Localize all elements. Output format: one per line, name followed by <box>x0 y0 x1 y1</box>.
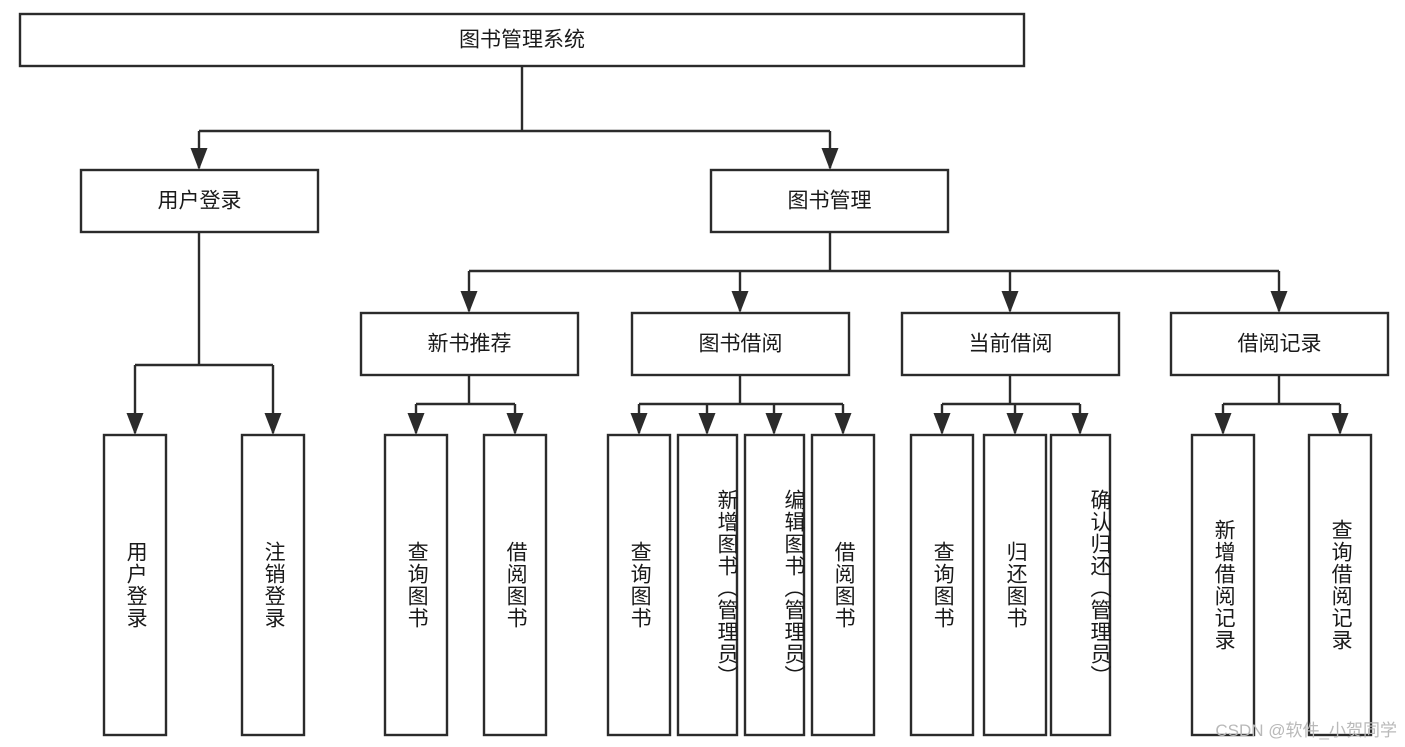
node-level2-1-rect[interactable] <box>709 168 950 234</box>
node-leaf-7[interactable] <box>810 433 876 737</box>
node-leaf-5-rect[interactable] <box>676 433 739 737</box>
node-leaf-4-rect[interactable] <box>606 433 672 737</box>
connector-borrow-to-leaves-arrow-2 <box>765 413 783 435</box>
node-leaf-0[interactable] <box>102 433 168 737</box>
node-level3-2[interactable]: 当前借阅 <box>900 311 1121 377</box>
node-level2-0[interactable]: 用户登录 <box>79 168 320 234</box>
node-leaf-12[interactable] <box>1307 433 1373 737</box>
connector-borrow-to-leaves-arrow-0 <box>630 413 648 435</box>
node-root-system-rect[interactable] <box>18 12 1026 68</box>
node-level2-0-label: 用户登录 <box>158 190 242 213</box>
node-level2-1[interactable]: 图书管理 <box>709 168 950 234</box>
connector-root-to-level2-arrow-1 <box>821 148 839 170</box>
connector-current-to-leaves-arrow-0 <box>933 413 951 435</box>
connector-borrow-to-leaves-arrow-3 <box>834 413 852 435</box>
node-level3-1-rect[interactable] <box>630 311 851 377</box>
connector-bookmgmt-to-level3-arrow-1 <box>731 291 749 313</box>
node-root-system-label: 图书管理系统 <box>459 29 585 52</box>
node-level3-3[interactable]: 借阅记录 <box>1169 311 1390 377</box>
connector-login-to-leaves-arrow-1 <box>264 413 282 435</box>
node-level3-0[interactable]: 新书推荐 <box>359 311 580 377</box>
node-level2-0-rect[interactable] <box>79 168 320 234</box>
node-leaf-11[interactable] <box>1190 433 1256 737</box>
connector-bookmgmt-to-level3-arrow-2 <box>1001 291 1019 313</box>
connector-root-to-level2-arrow-0 <box>190 148 208 170</box>
node-leaf-1-rect[interactable] <box>240 433 306 737</box>
node-leaf-10-rect[interactable] <box>1049 433 1112 737</box>
node-leaf-10[interactable] <box>1049 433 1112 737</box>
node-leaf-9-rect[interactable] <box>982 433 1048 737</box>
connector-current-to-leaves-arrow-1 <box>1006 413 1024 435</box>
connector-record-to-leaves-arrow-1 <box>1331 413 1349 435</box>
connector-bookmgmt-to-level3-arrow-0 <box>460 291 478 313</box>
connector-bookmgmt-to-level3-arrow-3 <box>1270 291 1288 313</box>
node-level3-2-rect[interactable] <box>900 311 1121 377</box>
node-leaf-8-rect[interactable] <box>909 433 975 737</box>
node-leaf-8[interactable] <box>909 433 975 737</box>
connector-record-to-leaves-arrow-0 <box>1214 413 1232 435</box>
node-level3-1[interactable]: 图书借阅 <box>630 311 851 377</box>
node-leaf-3[interactable] <box>482 433 548 737</box>
connector-current-to-leaves-arrow-2 <box>1071 413 1089 435</box>
node-level3-0-rect[interactable] <box>359 311 580 377</box>
node-leaf-6[interactable] <box>743 433 806 737</box>
connector-newbook-to-leaves-arrow-1 <box>506 413 524 435</box>
node-leaf-0-rect[interactable] <box>102 433 168 737</box>
csdn-watermark: CSDN @软件_小贺同学 <box>1215 721 1397 740</box>
node-leaf-3-rect[interactable] <box>482 433 548 737</box>
node-leaf-9[interactable] <box>982 433 1048 737</box>
node-level3-1-label: 图书借阅 <box>699 333 783 356</box>
node-level3-0-label: 新书推荐 <box>428 333 512 356</box>
node-level3-3-rect[interactable] <box>1169 311 1390 377</box>
node-leaf-5[interactable] <box>676 433 739 737</box>
node-level2-1-label: 图书管理 <box>788 190 872 213</box>
node-level3-3-label: 借阅记录 <box>1238 333 1322 356</box>
node-leaf-2-rect[interactable] <box>383 433 449 737</box>
node-leaf-7-rect[interactable] <box>810 433 876 737</box>
node-leaf-4[interactable] <box>606 433 672 737</box>
connector-borrow-to-leaves-arrow-1 <box>698 413 716 435</box>
connector-newbook-to-leaves-arrow-0 <box>407 413 425 435</box>
node-leaf-6-rect[interactable] <box>743 433 806 737</box>
node-level3-2-label: 当前借阅 <box>969 333 1053 356</box>
node-leaf-12-rect[interactable] <box>1307 433 1373 737</box>
connector-login-to-leaves-arrow-0 <box>126 413 144 435</box>
node-root-system[interactable]: 图书管理系统 <box>18 12 1026 68</box>
node-leaf-2[interactable] <box>383 433 449 737</box>
node-leaf-1[interactable] <box>240 433 306 737</box>
node-leaf-11-rect[interactable] <box>1190 433 1256 737</box>
